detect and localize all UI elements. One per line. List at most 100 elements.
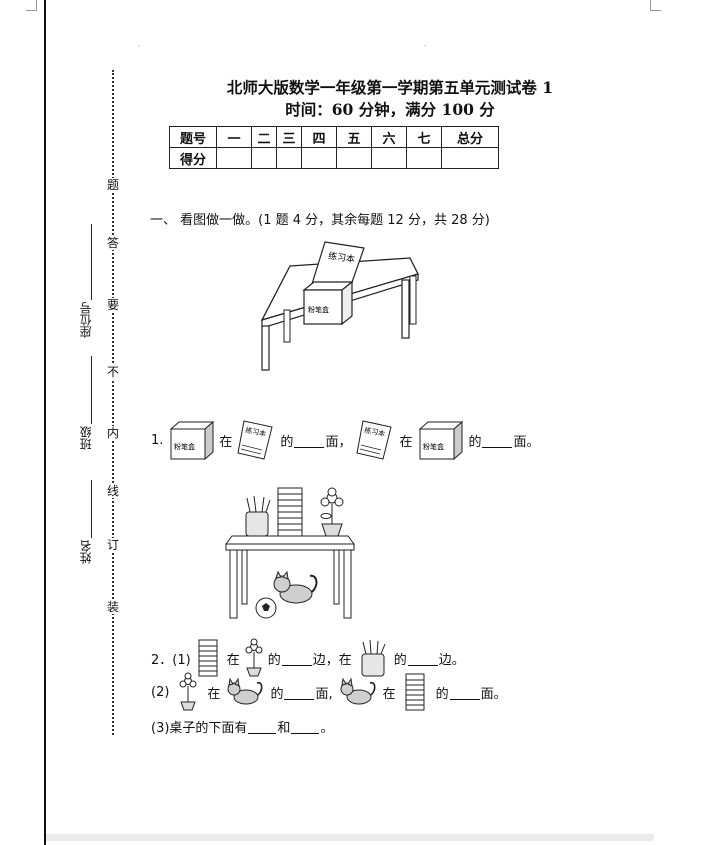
q2-text-mian-comma: 面, [315,686,333,702]
class-underline [91,356,92,424]
q1-text-mian: 面， [325,434,352,450]
answer-blank[interactable] [291,719,320,734]
cat [273,570,318,604]
score-input-cell[interactable] [216,147,252,169]
pencil-cup-icon [361,639,386,677]
answer-blank[interactable] [449,685,480,700]
pencil [261,496,265,513]
q2-text-de: 的 [393,652,407,668]
q2-text-de: 的 [267,652,281,668]
binding-word: 不 [105,365,121,379]
answer-blank[interactable] [284,685,315,700]
answer-blank[interactable] [248,719,277,734]
table-top [225,535,355,545]
score-table: 题号 一 二 三 四 五 六 七 总分 得分 [169,126,499,169]
cat-icon [340,677,376,705]
table-cell: 七 [406,126,442,148]
q1-text-zai: 在 [399,434,413,450]
seat-label: 座位号 [78,302,93,338]
binding-word: 答 [105,236,121,250]
book-stack-icon [405,673,425,711]
q2-text-de: 的 [435,686,449,702]
notebook-icon: 练习本 [237,420,274,460]
q2-part3-he: 和 [277,720,291,736]
answer-blank[interactable] [294,433,325,448]
answer-blank[interactable] [482,433,513,448]
q2-part3-text: (3)桌子的下面有 [151,720,248,736]
table-edge [225,543,355,551]
q1-text-de: 的 [280,434,294,450]
name-field[interactable]: 姓名 [78,480,93,567]
question-2-part-1: 2．(1) 在 的 边，在 的 边。 [151,638,465,678]
q2-text-mian-end: 面。 [480,686,507,702]
score-input-cell[interactable] [276,147,302,169]
q2-number: 2．(1) [151,652,191,668]
svg-text:练习本: 练习本 [364,425,386,438]
q2-text-de: 的 [270,686,284,702]
q1-text-mian-end: 面。 [513,434,540,450]
table-cell: 题号 [169,126,217,148]
pencil-box-side [341,280,353,326]
pencil [246,497,251,513]
page-bottom-shadow [46,834,654,841]
score-input-cell[interactable] [371,147,407,169]
notebook-icon: 练习本 [356,420,393,460]
score-input-cell[interactable] [301,147,337,169]
binding-dotted-line [112,70,114,735]
score-table-header-row: 题号 一 二 三 四 五 六 七 总分 [169,126,499,148]
pencil-cup [245,511,269,537]
seat-underline [91,224,92,300]
exam-title-block: 北师大版数学一年级第一学期第五单元测试卷 1 时间：60 分钟，满分 100 分 [200,77,580,121]
table-leg [343,549,352,619]
table-cell: 一 [216,126,252,148]
name-underline [91,480,92,538]
table-cell: 四 [301,126,337,148]
scan-speck: - [138,42,141,50]
table-leg [283,309,291,343]
pencil [253,495,257,513]
exam-title: 北师大版数学一年级第一学期第五单元测试卷 1 [226,78,554,97]
flower-pot [320,487,344,537]
binding-word: 装 [105,600,121,614]
pencil-box-icon: 粉笔盒 [419,420,464,461]
score-input-cell[interactable] [336,147,372,169]
table-leg [229,549,238,619]
name-label: 姓名 [78,540,93,564]
score-input-cell[interactable] [406,147,442,169]
class-label: 班级 [78,426,93,450]
q2-text-bian-comma: 边，在 [312,652,352,668]
book-stack-icon [198,639,218,677]
q2-text-bian-end: 边。 [438,652,465,668]
table-leg [409,275,417,325]
svg-text:粉笔盒: 粉笔盒 [423,442,444,451]
answer-blank[interactable] [281,651,312,666]
score-input-cell[interactable] [441,147,499,169]
q1-text-zai: 在 [219,434,233,450]
notebook-label: 练习本 [327,250,355,266]
exam-subtitle: 时间：60 分钟，满分 100 分 [285,100,495,119]
scan-speck: - [424,42,427,50]
q2-part3-end: 。 [320,720,334,736]
q1-number: 1. [151,432,164,448]
book-stack [277,487,303,537]
table-leg [261,325,270,371]
crop-mark-top-left [26,0,37,11]
table-cell: 五 [336,126,372,148]
table-cell: 三 [276,126,302,148]
pencil-box-front [303,289,343,325]
flower-pot-icon [245,638,263,677]
soccer-ball [255,597,277,619]
score-input-cell[interactable] [251,147,277,169]
table-cell: 得分 [169,147,217,169]
cat-icon [227,677,263,705]
q2-text-zai: 在 [207,686,221,702]
q1-text-de: 的 [468,434,482,450]
pencil-box-icon: 粉笔盒 [170,420,215,461]
table-cat-flower-illustration [225,487,355,619]
answer-blank[interactable] [407,651,438,666]
binding-word: 线 [105,484,121,498]
class-field[interactable]: 班级 [78,356,93,453]
pencil [265,499,271,513]
seat-field[interactable]: 座位号 [78,224,93,341]
crop-mark-top-right [650,0,661,11]
